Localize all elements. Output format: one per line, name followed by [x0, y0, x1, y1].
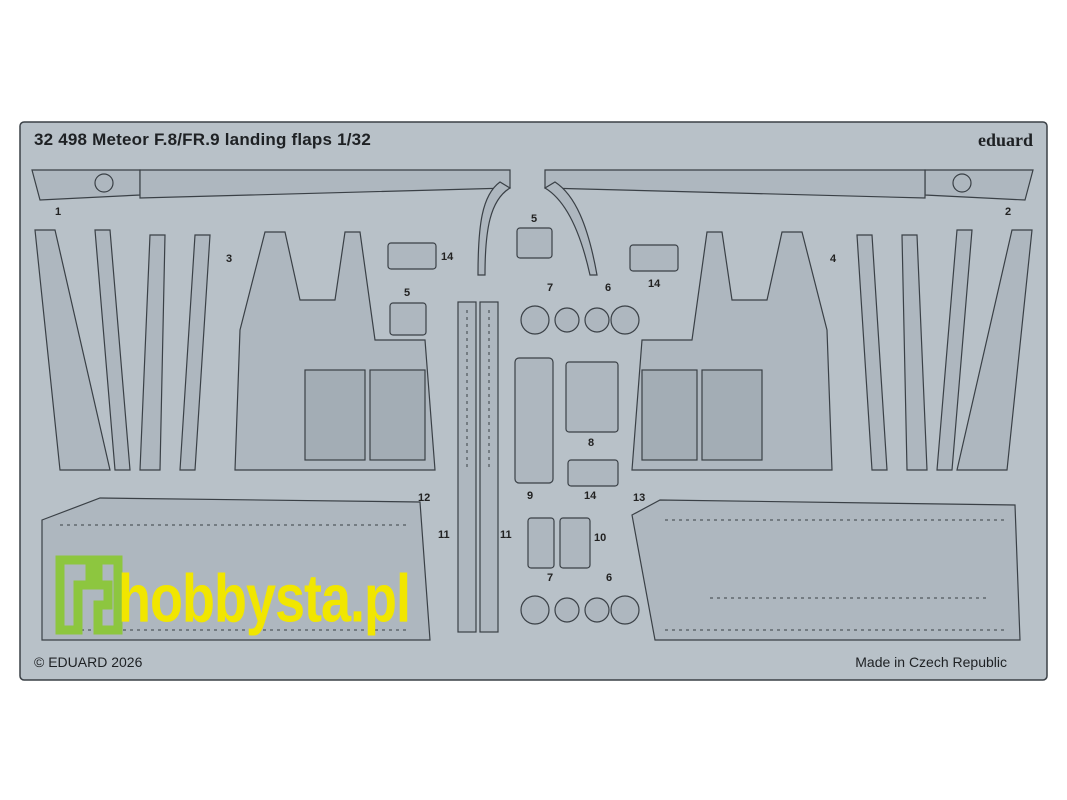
- part-14-bracket-left: [387, 242, 437, 270]
- part-number-1: 1: [55, 206, 62, 218]
- part-2-strip: [924, 169, 1034, 201]
- part-number-4: 4: [830, 253, 837, 265]
- part-10-clip-b: [559, 517, 591, 569]
- part-4-panel-b: [641, 369, 698, 461]
- part-9-frame: [514, 357, 554, 484]
- part-6-ring-upper-b: [610, 305, 640, 335]
- part-10-clip-a: [527, 517, 555, 569]
- watermark-logo: [55, 555, 123, 635]
- part-8-plate: [565, 361, 619, 433]
- part-number-5-top: 5: [531, 213, 538, 225]
- part-4-rib-c: [901, 234, 928, 471]
- part-6-ring-lower-a: [584, 597, 610, 623]
- part-number-14-center: 14: [584, 490, 597, 502]
- copyright-text: © EDUARD 2026: [34, 654, 143, 670]
- part-number-2: 2: [1005, 206, 1012, 218]
- part-13-flap: [631, 499, 1021, 641]
- part-7-ring-upper-a: [520, 305, 550, 335]
- part-12-flap: [41, 497, 431, 641]
- part-number-11-right: 11: [500, 529, 512, 541]
- part-number-10: 10: [594, 532, 607, 544]
- part-6-ring-lower-b: [610, 595, 640, 625]
- part-14-bracket-right: [629, 244, 679, 272]
- part-4-rib-b: [936, 229, 973, 471]
- part-4-rib-d: [856, 234, 888, 471]
- center-arch-right: [543, 181, 598, 276]
- part-4-panel-a: [701, 369, 763, 461]
- part-5-bracket-top: [516, 227, 553, 259]
- center-arch-left: [477, 181, 512, 276]
- part-3-panel-b: [369, 369, 426, 461]
- part-number-6-upper: 6: [605, 282, 612, 294]
- part-number-5-left: 5: [404, 287, 411, 299]
- part-7-ring-lower-a: [520, 595, 550, 625]
- part-7-ring-upper-b: [554, 307, 580, 333]
- part-5-bracket-left: [389, 302, 427, 336]
- part-number-11-left: 11: [438, 529, 450, 541]
- part-1-hole: [94, 173, 114, 193]
- part-number-14-right: 14: [648, 278, 661, 290]
- watermark-logo-left: [55, 555, 95, 635]
- part-3-panel-a: [304, 369, 366, 461]
- part-4-rib-a: [956, 229, 1033, 471]
- watermark-text: hobbysta.pl: [118, 561, 411, 637]
- part-3-rib-d: [179, 234, 211, 471]
- part-3-rib-a: [34, 229, 111, 471]
- watermark-logo-right: [93, 555, 123, 635]
- part-7-ring-lower-b: [554, 597, 580, 623]
- part-6-ring-upper-a: [584, 307, 610, 333]
- part-number-14-left: 14: [441, 251, 454, 263]
- part-14-bracket-center: [567, 459, 619, 487]
- part-3-rib-c: [139, 234, 166, 471]
- part-number-3: 3: [226, 253, 233, 265]
- part-2-hole: [952, 173, 972, 193]
- part-number-13: 13: [633, 492, 646, 504]
- part-number-7-lower: 7: [547, 572, 554, 584]
- fret-title: 32 498 Meteor F.8/FR.9 landing flaps 1/3…: [34, 130, 371, 149]
- part-3-rib-b: [94, 229, 131, 471]
- part-number-7-upper: 7: [547, 282, 554, 294]
- part-number-9: 9: [527, 490, 534, 502]
- part-1-strip: [31, 169, 141, 201]
- part-number-12: 12: [418, 492, 431, 504]
- brand-logo: eduard: [977, 130, 1033, 150]
- part-number-6-lower: 6: [606, 572, 613, 584]
- origin-text: Made in Czech Republic: [855, 654, 1007, 670]
- part-number-8: 8: [588, 437, 595, 449]
